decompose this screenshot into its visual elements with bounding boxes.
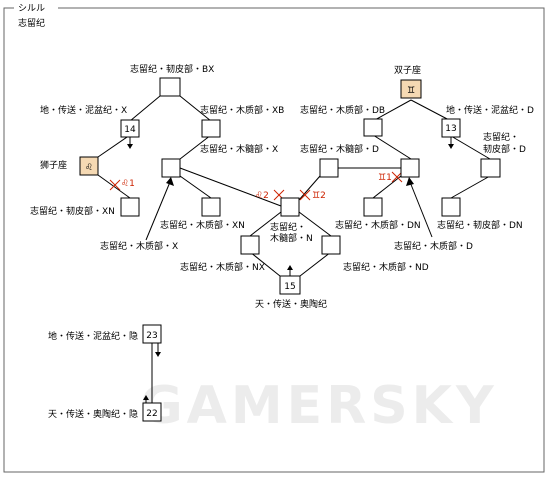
node-22 (142, 402, 162, 422)
label-ren-dn: 志留纪・韧皮部・DN (437, 219, 523, 231)
node-bx (159, 77, 181, 97)
label-center-2: 木髓部・N (270, 232, 313, 244)
node-14 (120, 119, 140, 138)
node-22-label: 22 (146, 409, 157, 419)
red-markers: ♌1 ♌2 ♊2 ♊1 (109, 171, 403, 201)
map-title: 志留纪 (18, 17, 45, 29)
node-leo (79, 156, 99, 176)
node-nx (240, 235, 260, 255)
label-mid-x: 志留纪・木髓部・X (200, 143, 278, 155)
label-bottom-23: 地・传送・泥盆纪・隐 (48, 330, 138, 342)
node-23 (142, 324, 162, 344)
node-mid-d (319, 158, 339, 178)
node-xn-bottom (201, 197, 221, 217)
label-arrow-x: 志留纪・木质部・X (100, 240, 178, 252)
node-xb (201, 119, 221, 138)
node-mid-x (161, 158, 181, 178)
node-ren-d (480, 158, 501, 178)
label-ren-d-2: 韧皮部・D (483, 143, 526, 155)
label-bottom-22: 天・传送・奥陶纪・隐 (48, 408, 138, 420)
label-xn-bottom: 志留纪・木质部・XN (160, 219, 245, 231)
label-db: 志留纪・木质部・DB (300, 104, 385, 116)
red-gem2: ♊2 (312, 191, 326, 201)
group-title: シルル (18, 4, 45, 14)
leo-icon: ♌ (85, 163, 93, 173)
label-dn: 志留纪・木质部・DN (335, 219, 421, 231)
nodes: 14 ♌ 15 ♊ 13 23 22 (79, 77, 501, 422)
labels: 志留纪・韧皮部・BX 地・传送・泥盆纪・X 志留纪・木质部・XB 狮子座 志留纪… (30, 63, 534, 420)
direction-arrows (127, 137, 454, 408)
label-bx: 志留纪・韧皮部・BX (130, 63, 214, 75)
gemini-icon: ♊ (407, 86, 415, 96)
node-15-label: 15 (284, 282, 295, 292)
title-bg (14, 2, 58, 14)
node-xn (120, 197, 140, 217)
edges (97, 95, 491, 403)
label-nd: 志留纪・木质部・ND (343, 261, 429, 273)
red-leo1: ♌1 (121, 179, 135, 189)
node-13 (441, 118, 461, 138)
label-right-d: 地・传送・泥盆纪・D (446, 104, 534, 116)
node-13-label: 13 (445, 124, 456, 134)
label-xb: 志留纪・木质部・XB (200, 104, 284, 116)
red-gem1: ♊1 (378, 173, 392, 183)
node-nd (321, 235, 341, 255)
node-dn (363, 197, 383, 217)
label-arrow-d: 志留纪・木质部・D (394, 240, 473, 252)
node-gemini (400, 79, 422, 99)
label-nx: 志留纪・木质部・NX (180, 261, 265, 273)
label-leo: 狮子座 (40, 159, 67, 171)
label-ren-d-1: 志留纪・ (483, 131, 519, 143)
outer-frame (3, 7, 545, 473)
label-mid-d: 志留纪・木髓部・D (300, 143, 379, 155)
red-leo2: ♌2 (255, 191, 269, 201)
pointer-arrows (145, 177, 433, 241)
node-15 (279, 275, 301, 295)
label-center-1: 志留纪・ (270, 221, 306, 233)
node-db (363, 118, 383, 137)
label-gemini: 双子座 (394, 64, 421, 76)
label-sky-ord: 天・传送・奥陶纪 (255, 298, 327, 310)
node-14-label: 14 (124, 125, 136, 135)
node-arrow-d (400, 158, 420, 178)
label-xn: 志留纪・韧皮部・XN (30, 205, 115, 217)
label-left-x: 地・传送・泥盆纪・X (40, 104, 127, 116)
watermark: GAMERSKY (140, 376, 498, 436)
node-center (280, 197, 300, 217)
node-ren-dn (441, 197, 461, 217)
node-23-label: 23 (146, 331, 157, 341)
